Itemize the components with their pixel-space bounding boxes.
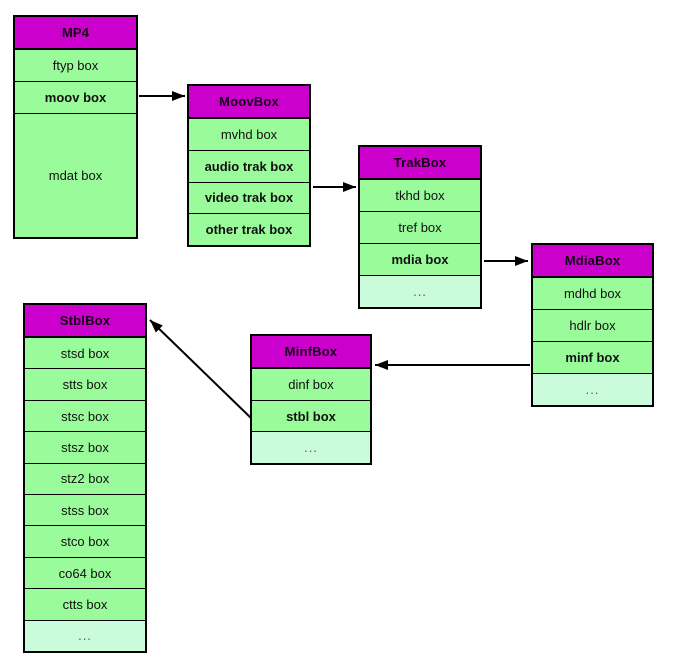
box-row: stts box [25,368,145,400]
box-row: other trak box [189,213,309,245]
box-stblbox-title: StblBox [25,305,145,338]
box-row: ftyp box [15,50,136,81]
box-row: mdhd box [533,278,652,309]
box-moovbox-title: MoovBox [189,86,309,119]
box-row: moov box [15,80,136,113]
box-row: tkhd box [360,180,480,211]
box-row: stsd box [25,338,145,369]
box-row: ... [533,373,652,405]
box-row: mdat box [15,112,136,237]
box-row: ... [360,275,480,307]
box-row: hdlr box [533,309,652,341]
box-row: tref box [360,211,480,243]
box-row: mdia box [360,243,480,275]
arrow-stbl-to-stblbox [149,319,252,419]
box-row: stsz box [25,431,145,463]
box-row: video trak box [189,181,309,214]
box-mp4-title: MP4 [15,17,136,50]
box-row: audio trak box [189,149,309,182]
box-trakbox-title: TrakBox [360,147,480,180]
box-row: ctts box [25,588,145,620]
box-row: minf box [533,341,652,373]
box-row: stco box [25,525,145,557]
box-mdiabox-title: MdiaBox [533,245,652,278]
box-row: ... [25,619,145,652]
box-row: stz2 box [25,462,145,495]
box-minfbox-title: MinfBox [252,336,370,369]
box-row: co64 box [25,556,145,589]
box-row: dinf box [252,369,370,400]
box-row: stsc box [25,399,145,432]
box-row: mvhd box [189,119,309,150]
box-row: stss box [25,494,145,526]
box-row: stbl box [252,399,370,432]
box-row: ... [252,431,370,464]
